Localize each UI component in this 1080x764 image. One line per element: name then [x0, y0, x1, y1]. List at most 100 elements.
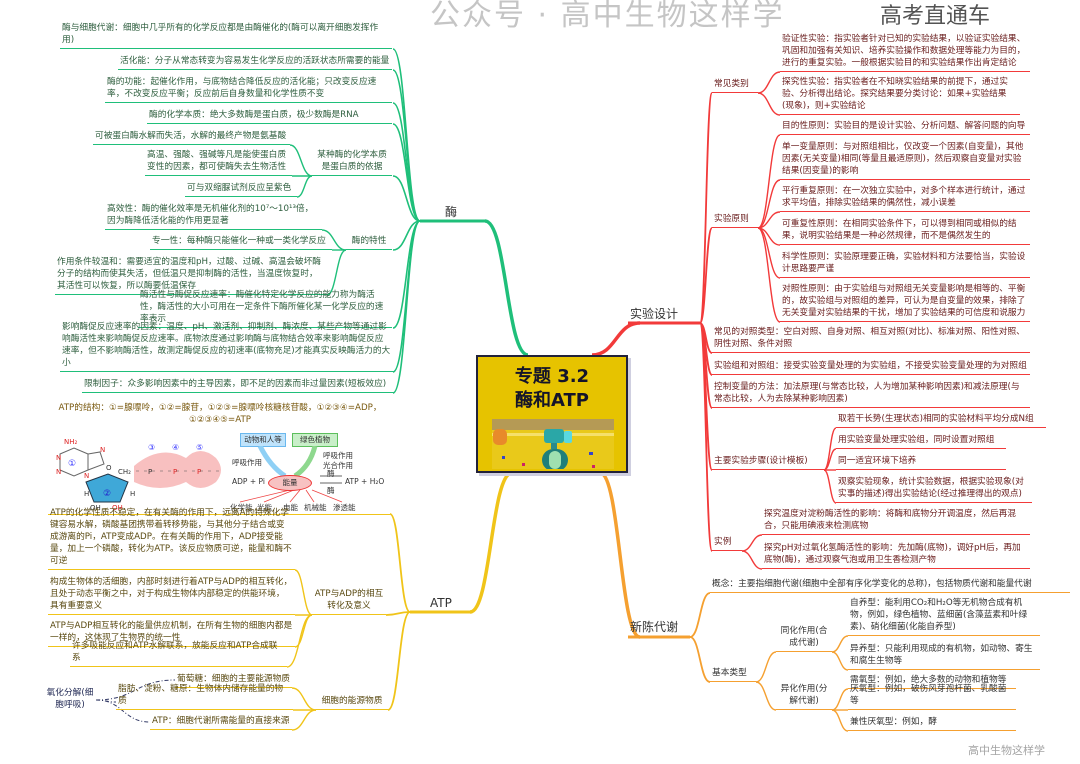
n-atom: N — [56, 454, 61, 462]
node-experiment-s2[interactable]: 用实验变量处理实验组，同时设置对照组 — [836, 434, 1006, 449]
branch-line — [689, 592, 711, 638]
node-experiment-p6[interactable]: 对照性原则：由于实验组与对照组无关变量影响是相等的、平衡的，故实验组与对照组的差… — [780, 283, 1030, 322]
phosphate: P — [173, 468, 177, 476]
node-experiment-p1[interactable]: 目的性原则：实验目的是设计实验、分析问题、解答问题的向导 — [780, 120, 1030, 135]
node-experiment-p3[interactable]: 平行重复原则：在一次独立实验中，对多个样本进行统计，通过求平均值，排除实验结果的… — [780, 185, 1030, 212]
h-atom: H — [84, 490, 89, 498]
node-experiment-step[interactable]: 主要实验步骤(设计模板) — [712, 455, 824, 470]
node-atp-a6[interactable]: 脂肪、淀粉、糖原：生物体内储存能量的物质 — [116, 683, 293, 710]
node-atp-a7[interactable]: ATP：细胞代谢所需能量的直接来源 — [150, 715, 292, 730]
phosphate: P — [148, 468, 152, 476]
branch-line — [286, 614, 313, 668]
node-metabolism-ana[interactable]: 同化作用(合成代谢) — [776, 625, 832, 652]
node-atp-sub2[interactable]: 细胞的能源物质 — [316, 695, 388, 710]
node-metabolism-aer[interactable]: 需氧型：例如，绝大多数的动物和植物等 — [848, 674, 1016, 689]
node-experiment-ctrl[interactable]: 常见的对照类型：空白对照、自身对照、相互对照(对比)、标准对照、阳性对照、阴性对… — [712, 326, 1030, 353]
atp-structure-text: ATP的结构：①=腺嘌呤，①②=腺苷，①②③=腺嘌呤核糖核苷酸，①②③④=ADP… — [58, 403, 382, 425]
branch-line — [757, 134, 781, 229]
node-metabolism-auto[interactable]: 自养型：能利用CO₂和H₂O等无机物合成有机物，例如，绿色植物、蓝细菌(含藻蓝素… — [848, 597, 1040, 636]
node-experiment-s4[interactable]: 观察实验现象，统计实验数据，根据实验现象(对实事的描述)得出实验结论(经过推理得… — [836, 476, 1032, 503]
node-enzyme-e1[interactable]: 活化能：分子从常态转变为容易发生化学反应的活跃状态所需要的能量 — [118, 55, 392, 70]
branch-line — [296, 175, 313, 198]
node-atp-a2[interactable]: 构成生物体的活细胞，内部时刻进行着ATP与ADP的相互转化，且处于动态平衡之中，… — [48, 576, 295, 615]
branch-line — [389, 513, 411, 613]
node-experiment-p2[interactable]: 单一变量原则：与对照组相比，仅改变一个因素(自变量)，其他因素(无关变量)相同(… — [780, 141, 1030, 180]
branch-line — [392, 102, 421, 222]
enzyme-label: 酶 — [327, 469, 335, 478]
plants-box: 绿色植物 — [292, 433, 338, 447]
node-enzyme-e7[interactable]: 影响酶促反应速率的因素：温度、pH、激活剂、抑制剂、酶浓度、某些产物等通过影响酶… — [60, 321, 394, 372]
node-enzyme-e5[interactable]: 酶的特性 — [346, 235, 392, 250]
branch-line — [757, 211, 781, 229]
energy-arrows — [239, 446, 343, 503]
node-metabolism-fac[interactable]: 兼性厌氧型：例如，酵 — [848, 716, 1016, 731]
node-enzyme-e8[interactable]: 限制因子：众多影响因素中的主导因素，即不足的因素而非过量因素(短板效应) — [82, 378, 394, 393]
topic-title: 酶和ATP — [514, 390, 589, 411]
branch-experiment-label[interactable]: 实验设计 — [630, 307, 679, 321]
node-enzyme-e4[interactable]: 某种酶的化学本质是蛋白质的依据 — [312, 149, 392, 176]
node-enzyme-e0[interactable]: 酶与细胞代谢：细胞中几乎所有的化学反应都是由酶催化的(酶可以离开细胞发挥作用) — [60, 22, 392, 49]
branch-line — [741, 550, 763, 570]
node-enzyme-e5c[interactable]: 作用条件较温和：需要适宜的温度和pH，过酸、过碱、高温会破坏酶分子的结构而使其失… — [55, 256, 327, 295]
node-enzyme-e4b[interactable]: 高温、强酸、强碱等凡是能使蛋白质变性的因素，都可使酶失去生物活性 — [145, 149, 292, 176]
node-atp-sub1[interactable]: ATP与ADP的相互转化及意义 — [312, 588, 386, 615]
branch-line — [831, 635, 849, 653]
node-enzyme-e4c[interactable]: 可与双缩脲试剂反应呈紫色 — [185, 182, 297, 197]
branch-line — [823, 469, 837, 504]
node-experiment-s1[interactable]: 取若干长势(生理状态)相同的实验材料平均分成N组 — [836, 413, 1046, 428]
branch-line — [387, 611, 411, 711]
node-enzyme-e2[interactable]: 酶的功能：起催化作用，与底物结合降低反应的活化能；只改变反应速率，不改变反应平衡… — [105, 76, 392, 103]
node-experiment-x1[interactable]: 探究温度对淀粉酶活性的影响：将酶和底物分开调温度，然后再混合，只能用碘液来检测底… — [762, 508, 1030, 535]
node-experiment-x2[interactable]: 探究pH对过氧化氢酶活性的影响：先加酶(底物)，调好pH后，再加底物(酶)，通过… — [762, 542, 1030, 569]
branch-atp-label[interactable]: ATP — [430, 596, 452, 610]
node-experiment-p4[interactable]: 可重复性原则：在相同实验条件下，可以得到相同或相似的结果，说明实验结果是一种必然… — [780, 218, 1030, 245]
branch-line — [757, 92, 781, 116]
branch-metabolism-label[interactable]: 新陈代谢 — [630, 620, 679, 634]
node-metabolism-concept[interactable]: 概念：主要指细胞代谢(细胞中全部有序化学变化的总称)，包括物质代谢和能量代谢 — [710, 578, 1070, 593]
node-experiment-s3[interactable]: 同一适宜环境下培养 — [836, 455, 1006, 470]
node-experiment-p5[interactable]: 科学性原则：实验原理要正确，实验材料和方法要恰当，实验设计思路要严谨 — [780, 251, 1030, 278]
n-atom: N — [84, 472, 89, 480]
node-experiment-cat1[interactable]: 验证性实验：指实验者针对已知的实验结果，以验证实验结果、巩固和加强有关知识、培养… — [780, 33, 1030, 72]
branch-line — [757, 179, 781, 229]
energy-form: 电能 — [283, 503, 298, 512]
energy-form: 光能 — [257, 503, 272, 512]
node-enzyme-e3[interactable]: 酶的化学本质：绝大多数酶是蛋白质，极少数酶是RNA — [147, 109, 392, 124]
branch-line — [831, 688, 849, 711]
h-atom: H — [130, 490, 135, 498]
node-experiment-pri[interactable]: 实验原则 — [712, 213, 758, 228]
branch-line — [95, 699, 151, 723]
branch-line — [326, 249, 347, 296]
atp-structure-node[interactable] — [48, 398, 390, 515]
branch-line — [392, 220, 421, 394]
node-experiment-var[interactable]: 控制变量的方法：加法原理(与常态比较，人为增加某种影响因素)和减法原理(与常态比… — [712, 381, 1030, 408]
branch-line — [689, 636, 711, 683]
node-experiment-cat2[interactable]: 探究性实验：指实验者在不知晓实验结果的前提下，通过实验、分析得出结论。探究结果要… — [780, 76, 1020, 115]
atp-h2o-label: ATP + H₂O — [345, 477, 385, 486]
branch-line — [392, 123, 421, 222]
branch-line — [755, 651, 777, 683]
node-enzyme-e4a[interactable]: 可被蛋白酶水解而失活，水解的最终产物是氨基酸 — [93, 130, 290, 145]
phosphate: P — [197, 468, 201, 476]
node-enzyme-e5a[interactable]: 高效性：酶的催化效率是无机催化剂的10⁷～10¹³倍，因为酶降低活化能的作用更显… — [105, 203, 322, 230]
adp-pi-label: ADP + Pi — [232, 477, 265, 486]
node-experiment-grp[interactable]: 实验组和对照组：接受实验变量处理的为实验组，不接受实验变量处理的为对照组 — [712, 360, 1030, 375]
node-atp-a4[interactable]: 许多吸能反应和ATP水解联系，放能反应和ATP合成联系 — [70, 640, 287, 667]
node-metabolism-cat[interactable]: 异化作用(分解代谢) — [776, 683, 832, 710]
node-enzyme-e5b[interactable]: 专一性：每种酶只能催化一种或一类化学反应 — [150, 235, 332, 250]
node-atp-a3[interactable]: ATP与ADP相互转化的能量供应机制，在所有生物的细胞内都是一样的，这体现了生物… — [48, 620, 295, 647]
node-experiment-cat[interactable]: 常见类别 — [712, 78, 758, 93]
node-metabolism-basic[interactable]: 基本类型 — [710, 667, 756, 682]
branch-line — [289, 144, 313, 177]
branch-line — [741, 534, 763, 552]
branch-enzyme-label[interactable]: 酶 — [445, 205, 458, 219]
node-atp-a5[interactable]: 葡萄糖：细胞的主要能源物质 — [175, 673, 292, 688]
node-experiment-ex[interactable]: 实例 — [712, 536, 742, 551]
central-topic[interactable]: 专题 3.2 酶和ATP — [476, 355, 628, 473]
node-atp-a1[interactable]: ATP的化学性质不稳定，在有关酶的作用下，远离A的特殊化学键容易水解，磷酸基团携… — [48, 507, 295, 570]
node-enzyme-e6[interactable]: 酶活性与酶促反应速率：酶催化特定化学反应的能力称为酶活性，酶活性的大小可用在一定… — [138, 289, 392, 328]
node-metabolism-anaer[interactable]: 厌氧型：例如，破伤风芽孢杆菌、乳酸菌等 — [848, 683, 1016, 710]
n-atom: N — [56, 468, 61, 476]
node-metabolism-hetero[interactable]: 异养型：只能利用现成的有机物，如动物、寄生和腐生生物等 — [848, 643, 1040, 670]
